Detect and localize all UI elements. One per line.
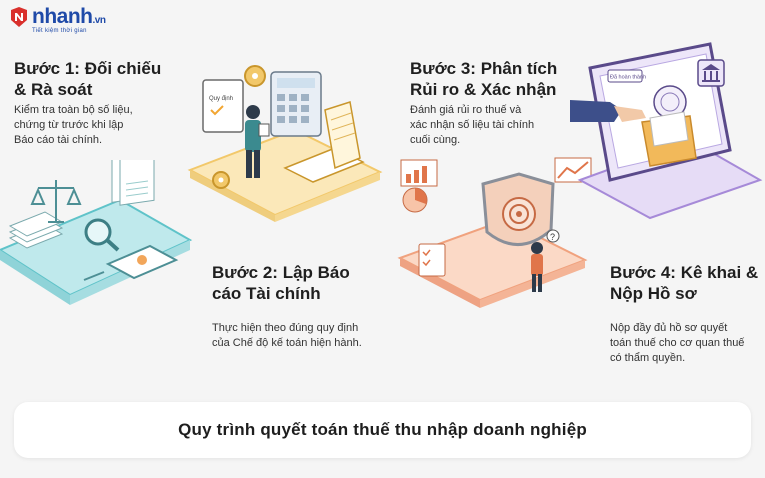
step-1-description: Kiểm tra toàn bộ số liệu, chứng từ trước… bbox=[14, 104, 133, 146]
clipboard-icon: Quy định bbox=[202, 79, 244, 133]
person-icon bbox=[245, 105, 270, 178]
completed-label: Đã hoàn thành bbox=[610, 75, 646, 81]
step-4-illustration: Đã hoàn thành bbox=[570, 42, 763, 220]
step-3-title: Bước 3: Phân tích Rủi ro & Xác nhận bbox=[410, 59, 558, 99]
step-4-title: Bước 4: Kê khai & Nộp Hồ sơ bbox=[610, 263, 759, 303]
step-2-title: Bước 2: Lập Báo cáo Tài chính bbox=[212, 263, 350, 303]
person-icon bbox=[531, 242, 543, 292]
document-icon bbox=[111, 160, 155, 206]
bank-icon bbox=[697, 59, 725, 87]
step-2-description: Thực hiện theo đúng quy định của Chế độ … bbox=[212, 322, 362, 349]
seal-icon bbox=[653, 85, 687, 119]
brand-name: nhanh.vn bbox=[32, 5, 106, 28]
step-1-title: Bước 1: Đối chiếu & Rà soát bbox=[14, 59, 162, 99]
svg-text:?: ? bbox=[550, 232, 555, 242]
step-4-description: Nộp đầy đủ hồ sơ quyết toán thuế cho cơ … bbox=[610, 322, 745, 364]
magnifier-icon bbox=[84, 218, 120, 252]
calculator-icon bbox=[270, 71, 322, 137]
step-2-illustration: Quy định bbox=[187, 65, 383, 222]
completed-stamp: Đã hoàn thành bbox=[607, 69, 646, 83]
pen-icon bbox=[83, 271, 105, 281]
brand-logo-icon bbox=[11, 7, 27, 27]
step-1-illustration bbox=[0, 160, 193, 305]
checklist-icon bbox=[418, 243, 446, 277]
banner-title: Quy trình quyết toán thuế thu nhập doanh… bbox=[178, 420, 587, 439]
hand-icon bbox=[570, 100, 646, 122]
step-3-illustration: ? bbox=[397, 157, 592, 308]
tablet-icon bbox=[105, 244, 179, 280]
brand-tagline: Tiết kiệm thời gian bbox=[32, 28, 87, 34]
balance-scale-icon bbox=[30, 180, 82, 223]
step-3-description: Đánh giá rủi ro thuế và xác nhận số liệu… bbox=[410, 104, 535, 146]
gear-icon bbox=[244, 65, 266, 87]
ledger-book-icon bbox=[283, 101, 365, 183]
question-mark-icon: ? bbox=[546, 229, 560, 243]
quy-dinh-label: Quy định bbox=[209, 96, 233, 102]
bar-chart-icon bbox=[400, 159, 438, 187]
title-banner: Quy trình quyết toán thuế thu nhập doanh… bbox=[14, 402, 751, 458]
folder-icon bbox=[641, 111, 697, 167]
gear-icon bbox=[212, 171, 230, 189]
shield-icon bbox=[481, 172, 555, 246]
pie-chart-icon bbox=[402, 187, 428, 213]
brand-logo: nhanh.vn bbox=[8, 5, 106, 32]
